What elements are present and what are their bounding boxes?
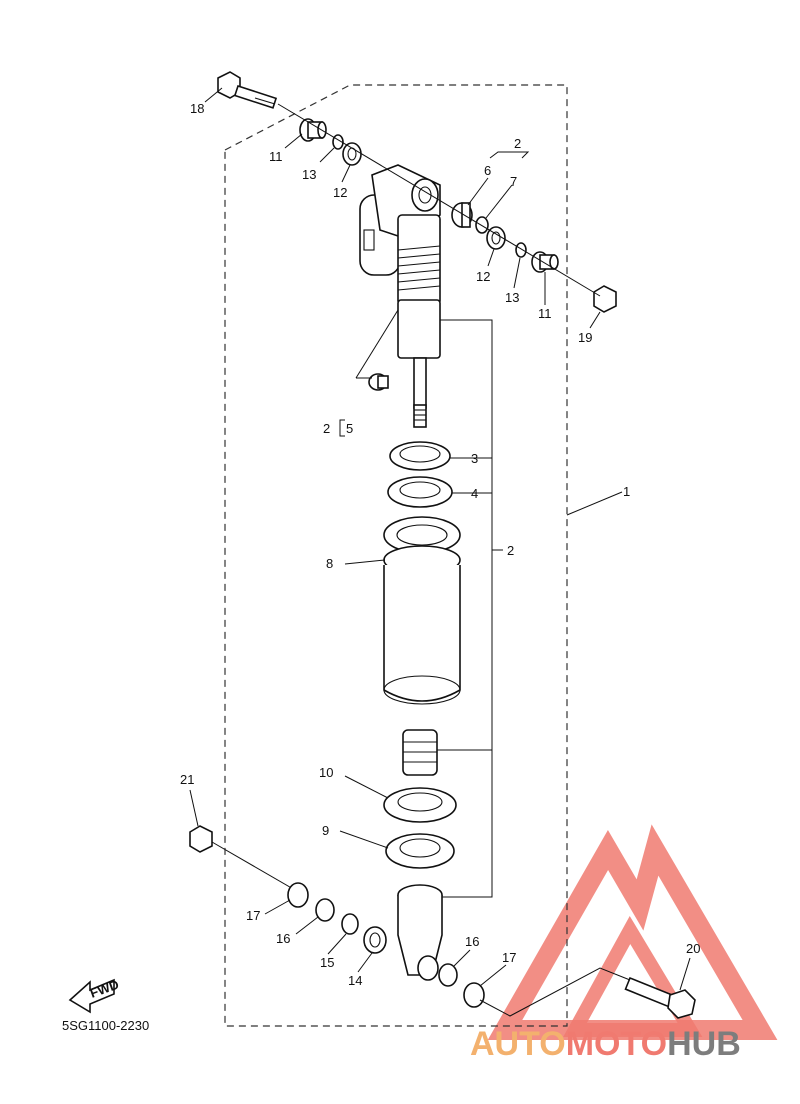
callout-9: 9 [322, 823, 329, 838]
washer-16-right [438, 963, 458, 987]
callout-13-left: 13 [302, 167, 316, 182]
valve-5 [368, 373, 389, 391]
spring-guide-9 [385, 833, 455, 869]
assembly-boundary-dashed [224, 84, 568, 1027]
callout-labels: 18 11 13 12 2 6 7 12 13 11 19 2 5 3 4 1 … [180, 101, 700, 988]
bearing-14 [363, 926, 387, 954]
callout-7: 7 [510, 174, 517, 189]
diagram-code: 5SG1100-2230 [62, 1018, 149, 1033]
oring-13-right [515, 242, 527, 258]
callout-11-left: 11 [269, 149, 283, 164]
callout-18: 18 [190, 101, 204, 116]
callout-10: 10 [319, 765, 333, 780]
callout-16-right: 16 [465, 934, 479, 949]
callout-2-main: 2 [507, 543, 514, 558]
bolt-18 [217, 71, 278, 109]
collar-17-right [463, 982, 485, 1008]
oring-7 [475, 216, 489, 234]
callout-17-left: 17 [246, 908, 260, 923]
callout-6: 6 [484, 163, 491, 178]
callout-12-left: 12 [333, 185, 347, 200]
callout-21: 21 [180, 772, 194, 787]
callout-2-top: 2 [514, 136, 521, 151]
shock-absorber-body [359, 164, 441, 428]
callout-14: 14 [348, 973, 362, 988]
callout-1: 1 [623, 484, 630, 499]
lower-clevis [397, 884, 443, 981]
bushing-15 [341, 913, 359, 935]
callout-2-valve: 2 [323, 421, 330, 436]
callout-4: 4 [471, 486, 478, 501]
callout-12-right: 12 [476, 269, 490, 284]
callout-3: 3 [471, 451, 478, 466]
ring-nut-3 [389, 441, 451, 471]
watermark-hub: HUB [667, 1025, 741, 1063]
lock-nut-4 [387, 476, 453, 508]
callout-19: 19 [578, 330, 592, 345]
bushing-6 [451, 202, 473, 228]
bolt-20 [624, 976, 696, 1019]
watermark-auto: AUTO [470, 1025, 566, 1063]
bushing-12-right [486, 226, 506, 250]
svg-text:AUTOMOTOHUB: AUTOMOTOHUB [470, 1025, 741, 1063]
spring-8 [383, 516, 461, 705]
bracket-2-top [489, 151, 530, 159]
spring-seat-10 [383, 787, 457, 823]
callout-17-right: 17 [502, 950, 516, 965]
callout-16-left: 16 [276, 931, 290, 946]
collar-17-left [287, 882, 309, 908]
callout-5: 5 [346, 421, 353, 436]
watermark-moto: MOTO [566, 1025, 667, 1063]
leader-1 [566, 491, 623, 516]
callout-13-right: 13 [505, 290, 519, 305]
callout-11-right: 11 [538, 306, 552, 321]
bump-stop [402, 729, 438, 776]
washer-16-left [315, 898, 335, 922]
callout-8: 8 [326, 556, 333, 571]
nut-19 [593, 285, 617, 313]
bracket-2-main [435, 319, 503, 898]
nut-21 [189, 825, 213, 853]
watermark-logo: AUTOMOTOHUB [470, 824, 778, 1063]
callout-20: 20 [686, 941, 700, 956]
bushing-12-left [342, 142, 362, 166]
callout-15: 15 [320, 955, 334, 970]
fwd-arrow-icon: FWD [68, 977, 121, 1014]
